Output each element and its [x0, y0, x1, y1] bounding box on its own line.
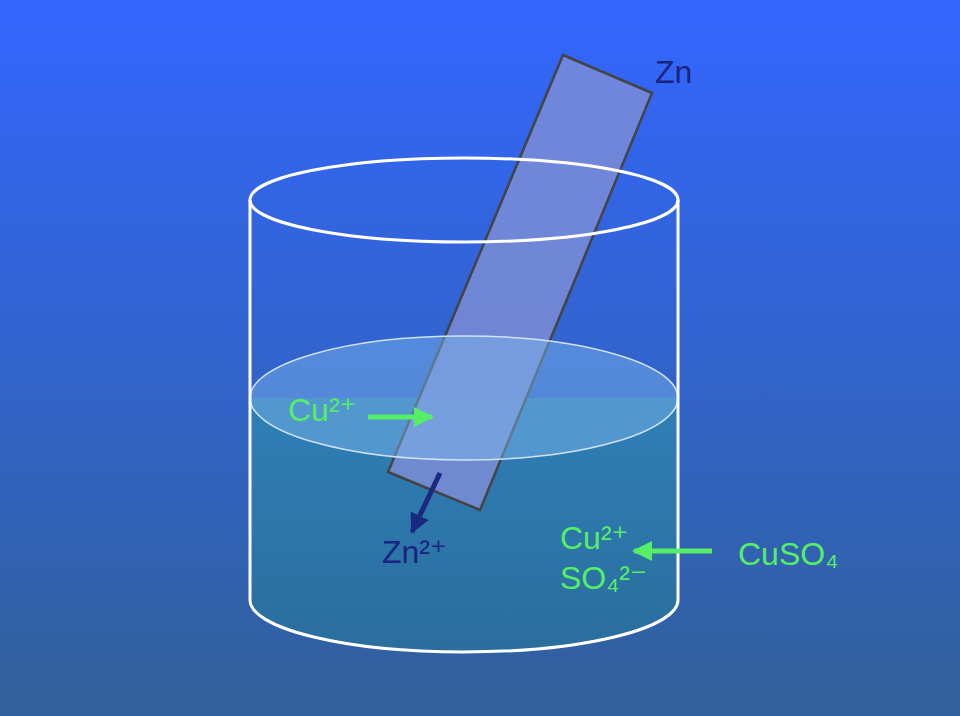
beaker-wall	[250, 200, 678, 652]
compound-label: CuSO₄	[738, 538, 838, 570]
dissociation-arrow	[634, 549, 712, 554]
ion-label: SO₄²⁻	[560, 562, 647, 594]
liquid-surface	[250, 336, 678, 460]
electrode-label: Zn	[655, 56, 692, 88]
ion-arrow	[368, 415, 432, 420]
ion-label: Cu²⁺	[288, 394, 356, 426]
beaker-rim	[250, 158, 678, 242]
ion-arrow	[412, 473, 440, 532]
ion-label: Cu²⁺	[560, 522, 628, 554]
ion-label: Zn²⁺	[382, 536, 447, 568]
